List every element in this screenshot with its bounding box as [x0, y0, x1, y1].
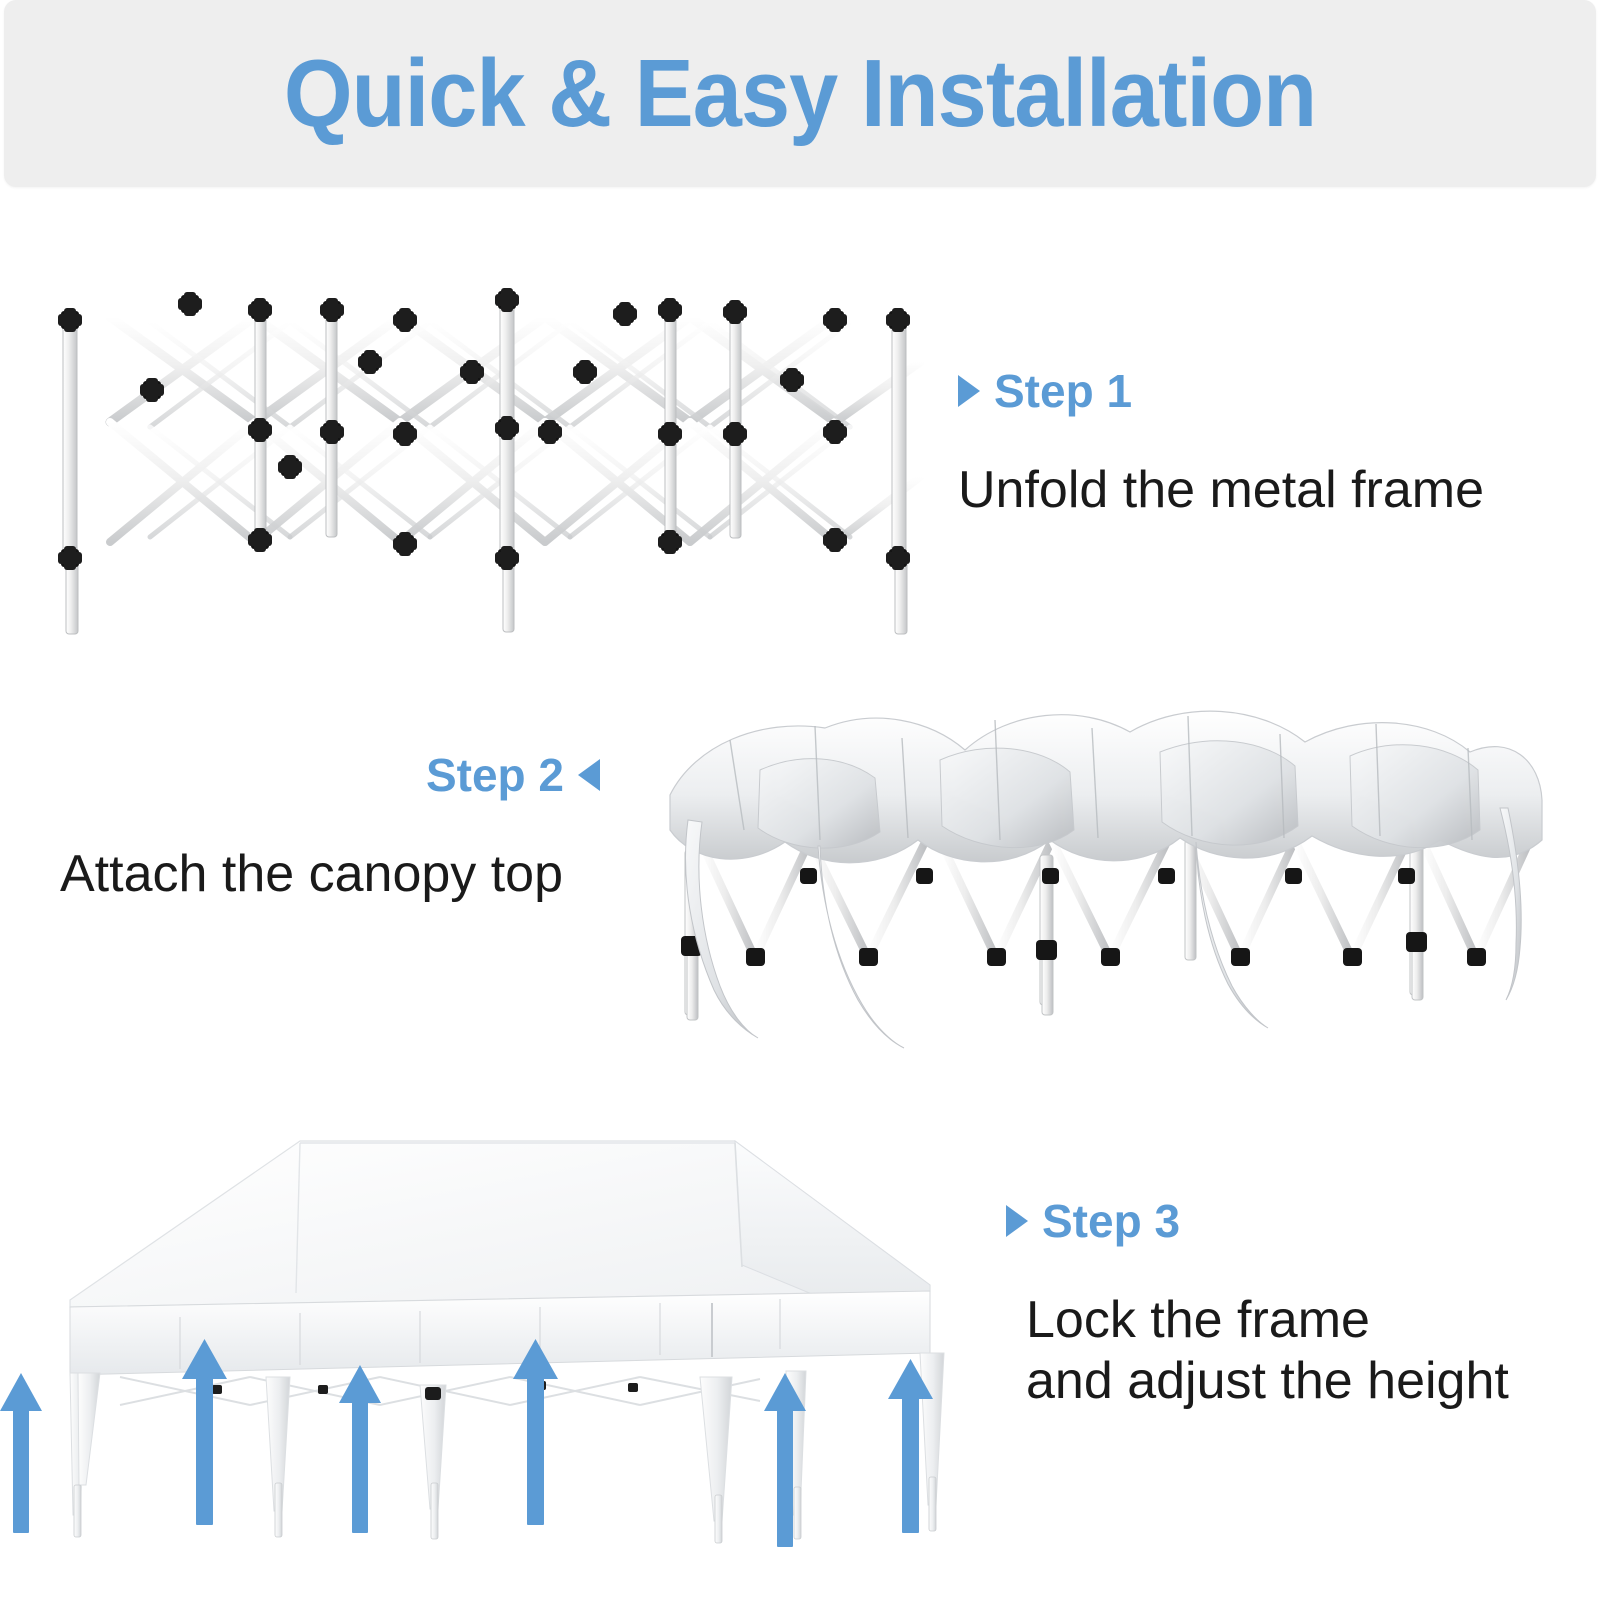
triangle-right-icon [958, 375, 980, 407]
step-1-label: Step 1 [994, 365, 1133, 417]
step-2-text-block: Step 2 Attach the canopy top [60, 752, 600, 905]
lift-arrow [0, 1373, 42, 1533]
page-title: Quick & Easy Installation [283, 39, 1317, 147]
triangle-right-icon [1006, 1205, 1028, 1237]
lift-arrows [0, 1339, 933, 1547]
step-3-illustration [0, 1085, 960, 1555]
step-1-label-row: Step 1 [958, 368, 1558, 414]
step-1-text-block: Step 1 Unfold the metal frame [958, 368, 1558, 521]
step-3-text-block: Step 3 Lock the frame and adjust the hei… [1006, 1198, 1566, 1413]
lift-arrow [182, 1339, 227, 1525]
lift-arrow [339, 1365, 381, 1533]
step-1-description: Unfold the metal frame [958, 461, 1485, 519]
lift-arrow [764, 1373, 806, 1547]
lift-arrow [888, 1359, 933, 1533]
triangle-left-icon [578, 759, 600, 791]
step-2-description: Attach the canopy top [60, 845, 564, 903]
step-3-label: Step 3 [1042, 1195, 1181, 1247]
step-3-label-row: Step 3 [1006, 1198, 1566, 1244]
lift-arrow [513, 1339, 558, 1525]
step-2-illustration [640, 690, 1550, 1050]
step-2-label: Step 2 [425, 749, 564, 801]
header-band: Quick & Easy Installation [4, 0, 1596, 187]
step-2-label-row: Step 2 [60, 752, 600, 798]
step-3-description: Lock the frame and adjust the height [1026, 1291, 1509, 1411]
step-1-illustration [40, 262, 940, 642]
